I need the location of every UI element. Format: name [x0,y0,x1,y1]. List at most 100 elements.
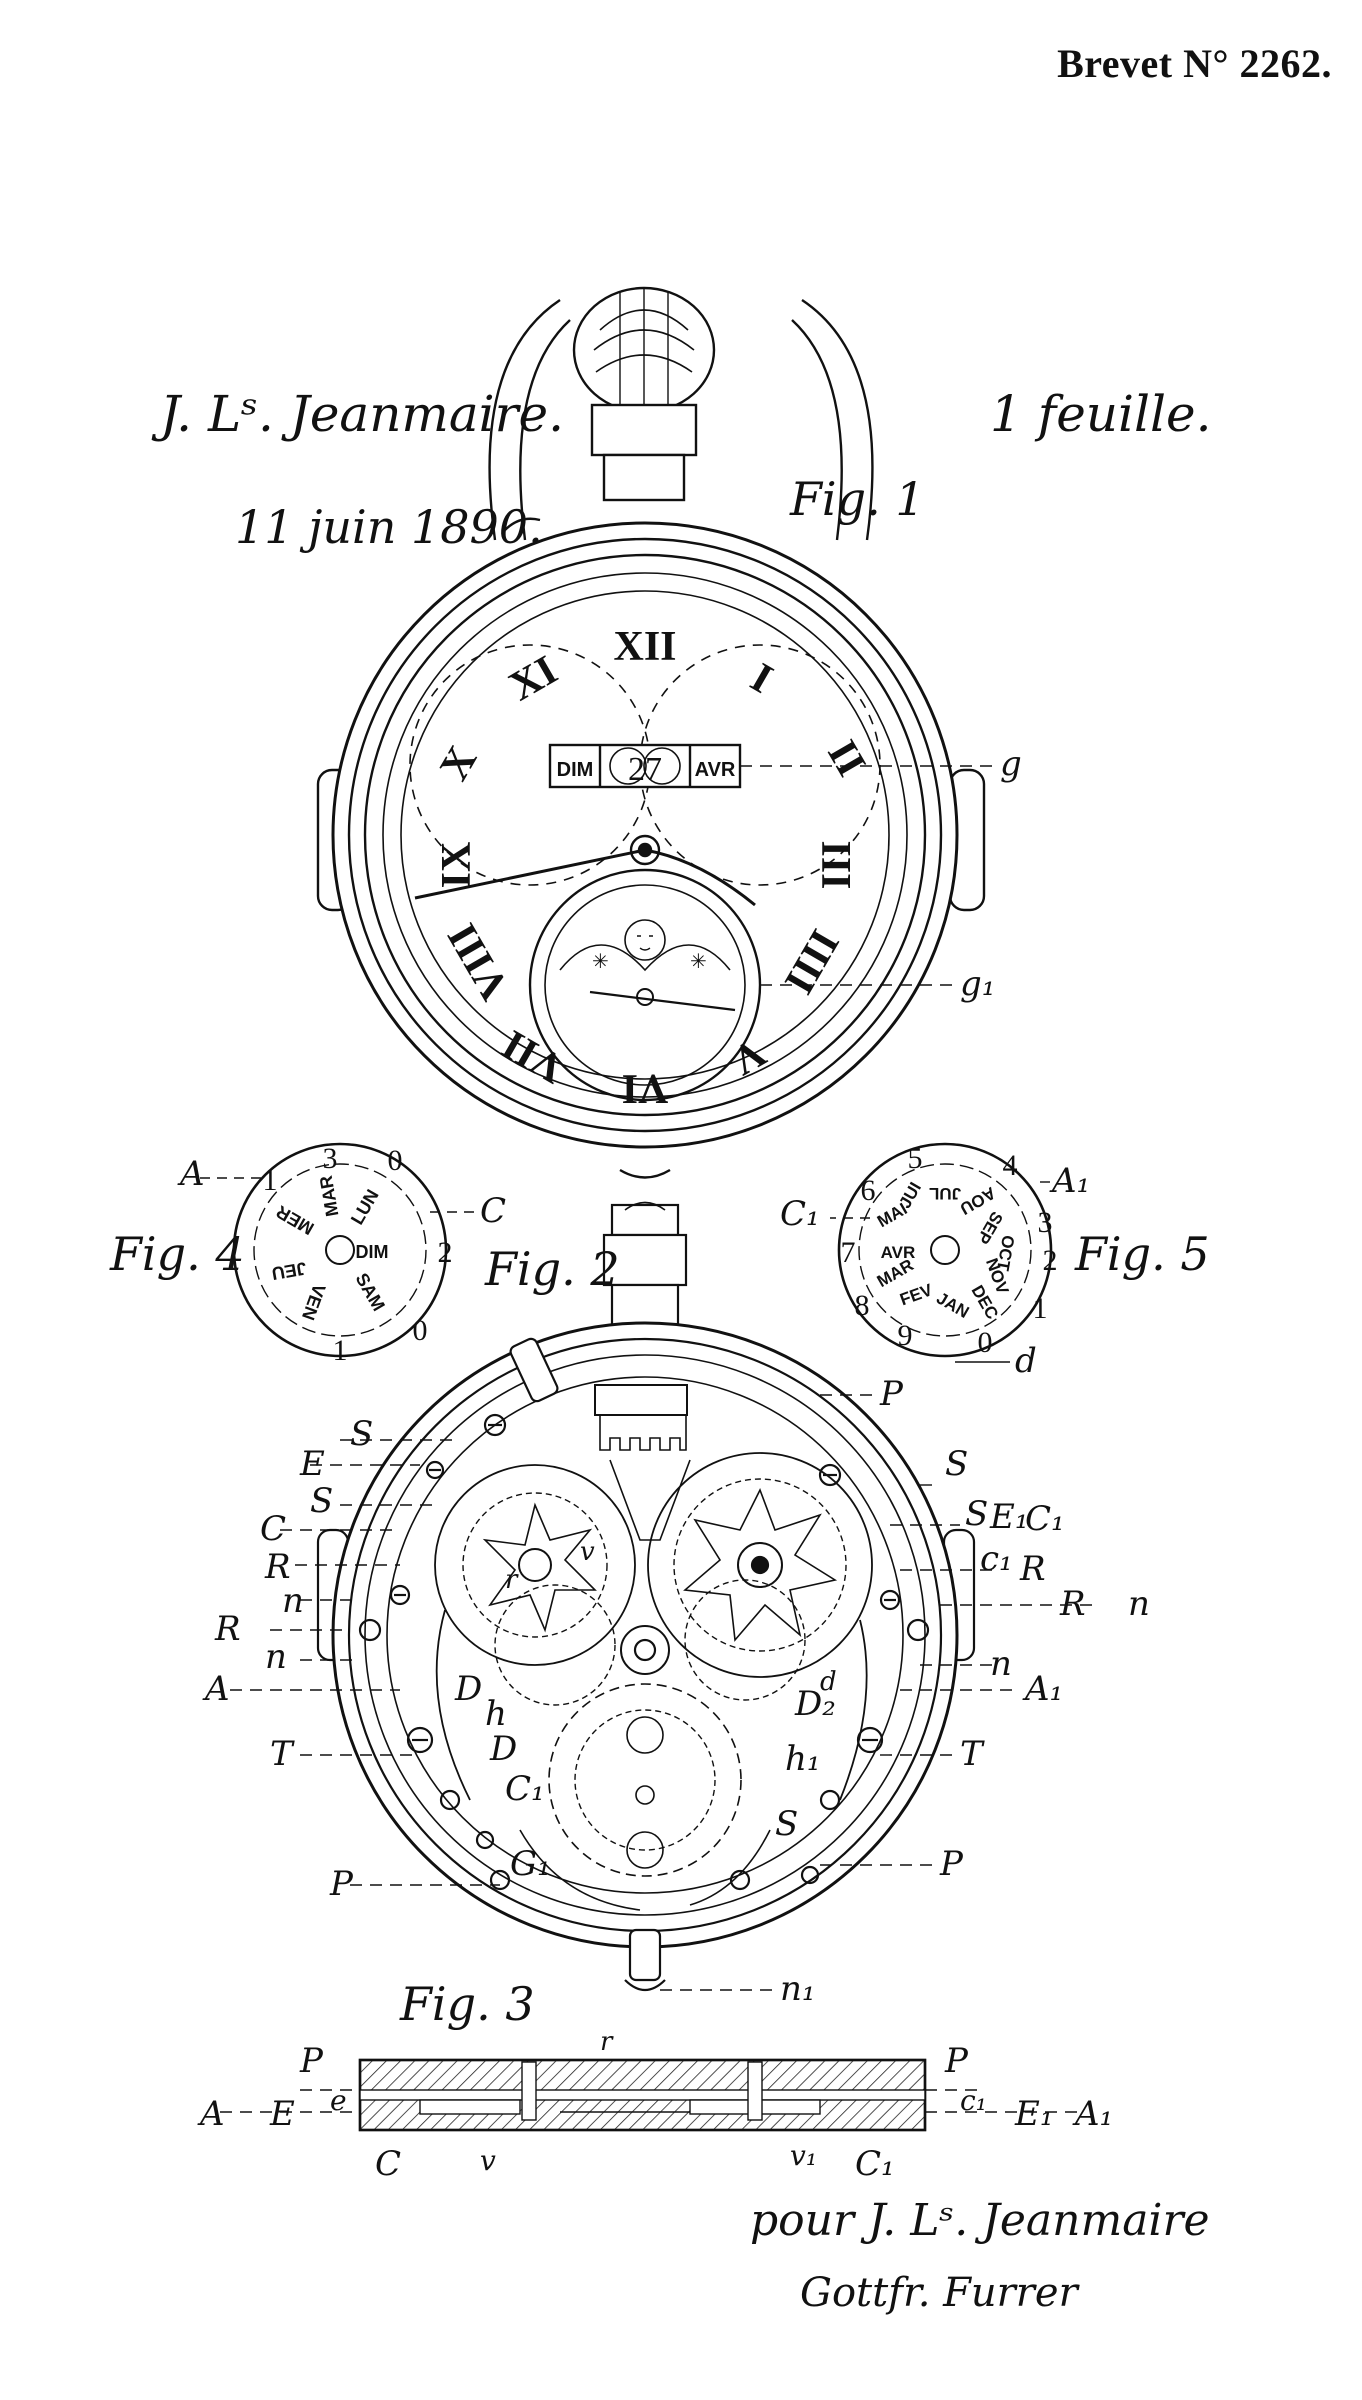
day-rim-digit: 1 [333,1334,348,1367]
day-rim-digit: 3 [323,1142,338,1175]
ref-e: e [330,2084,347,2117]
ref-T: T [960,1734,985,1774]
ref-d: d [820,1667,837,1697]
ref-A: A [197,2094,225,2134]
svg-text:✳: ✳ [690,949,707,973]
ref-R: R [264,1547,291,1587]
month-star-wheel [647,1452,873,1678]
window-day: DIM [557,759,594,781]
ref-C1: C₁ [780,1194,820,1234]
ref-r: r [600,2027,614,2057]
ref-C1: C₁ [855,2144,895,2184]
month-fev: FEV [897,1280,935,1309]
fig5-title: Fig. 5 [1074,1227,1210,1281]
fig3-title: Fig. 3 [399,1977,535,2031]
month-center: AVR [881,1243,916,1262]
calendar-window [548,743,742,789]
ref-A1: A₁ [1022,1669,1063,1709]
fig2-title: Fig. 2 [484,1242,620,1296]
window-month: AVR [695,759,736,781]
fig3-section [220,2058,1080,2132]
day-disc-text: DIM LUN MAR MER JEU VEN SAM 0 1 2 3 0 1 [263,1142,453,1367]
moon-wheel [548,1683,742,1877]
fig4-day-disc [200,1142,480,1358]
ref-P: P [329,1864,354,1904]
ref-E: E [299,1444,325,1484]
month-rim-digit: 9 [898,1319,913,1352]
ref-A: A [202,1669,230,1709]
month-rim-digit: 4 [1003,1149,1018,1182]
month-jul: JUL [929,1184,961,1203]
day-mer: MER [273,1202,318,1239]
day-rim-digit: 2 [438,1236,453,1269]
moon-face [624,919,666,961]
ref-R: R [1059,1584,1086,1624]
sheet-count: 1 feuille. [990,385,1212,443]
ref-T: T [270,1734,295,1774]
agent-signature: Gottfr. Furrer [800,2270,1078,2316]
ref-D: D [489,1729,517,1769]
fig1-watch: ✳ ✳ [316,286,1000,1179]
ref-v: v [580,1537,595,1567]
ref-S: S [310,1481,333,1521]
ref-v: v [480,2144,496,2177]
ref-A1: A₁ [1049,1161,1090,1201]
fig4-title: Fig. 4 [109,1227,245,1281]
ref-r: r [505,1565,519,1595]
ref-E: E [269,2094,295,2134]
ref-D: D [454,1669,482,1709]
ref-g: g [1000,744,1022,784]
numeral-ix: IX [434,842,480,889]
ref-C: C [260,1509,286,1549]
day-lun: LUN [347,1186,383,1228]
ref-A: A [177,1154,205,1194]
reference-letters: g g₁ A C C₁ A₁ d P S E S C R n R n A D h… [177,744,1150,2184]
ref-n: n [265,1637,287,1677]
ref-c1: c₁ [980,1539,1013,1579]
ref-R: R [1019,1549,1046,1589]
ref-g1: g₁ [960,964,995,1004]
ref-P: P [299,2041,324,2081]
patent-number: Brevet N° 2262. [1057,41,1332,86]
ref-h: h [485,1694,507,1734]
month-rim-digit: 1 [1033,1292,1048,1325]
ref-c1: c₁ [960,2084,987,2117]
month-rim-digit: 5 [908,1142,923,1175]
numeral-iii: III [812,840,858,889]
ref-P: P [879,1374,904,1414]
month-rim-digit: 8 [855,1289,870,1322]
day-rim-digit: 1 [263,1164,278,1197]
subseconds-hand [589,990,736,1012]
agent-line: pour J. Lˢ. Jeanmaire [750,2195,1210,2246]
day-star-wheel [434,1464,636,1666]
ref-P: P [944,2041,969,2081]
ref-C: C [375,2144,401,2184]
day-rim-digit: 0 [388,1144,403,1177]
month-rim-digit: 2 [1043,1244,1058,1277]
day-center: DIM [356,1242,389,1262]
ref-C: C [480,1191,506,1231]
ref-n: n [990,1644,1012,1684]
ref-h1: h₁ [785,1739,821,1779]
ref-n1: n₁ [780,1969,816,2009]
day-sam: SAM [352,1270,389,1315]
ref-G1: G₁ [510,1844,551,1884]
calendar-window-text: DIM 27 AVR [557,751,736,788]
ref-d: d [1015,1341,1037,1381]
month-rim-digit: 6 [861,1174,876,1207]
hour-minute-hand [414,848,646,900]
month-rim-digit: 3 [1038,1206,1053,1239]
day-rim-digit: 0 [413,1314,428,1347]
ref-S: S [350,1414,373,1454]
day-ven: VEN [298,1281,329,1323]
ref-S: S [945,1444,968,1484]
ref-n: n [282,1581,304,1621]
ref-D2: D₂ [794,1684,836,1724]
ref-R: R [214,1609,241,1649]
ref-n: n [1128,1584,1150,1624]
ref-E1: E₁ [1014,2094,1053,2134]
figure-titles: Fig. 1 Fig. 2 Fig. 3 Fig. 4 Fig. 5 [109,472,1210,2031]
ref-C1: C₁ [505,1769,545,1809]
day-jeu: JEU [270,1258,308,1284]
